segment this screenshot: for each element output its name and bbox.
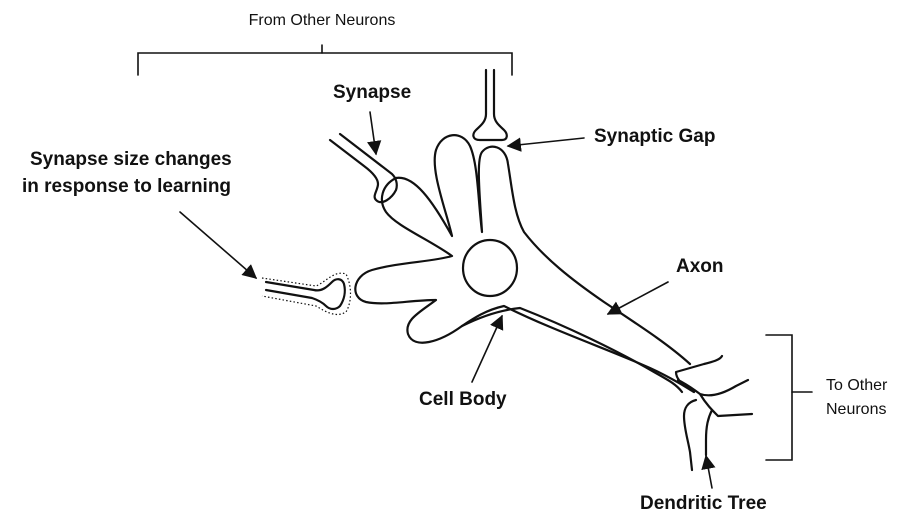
synapse-arrow <box>370 112 376 154</box>
axon-label: Axon <box>676 256 724 277</box>
to-other-neurons-label-line1: To Other <box>826 377 888 394</box>
neuron-outline <box>355 135 752 470</box>
cell-body-label: Cell Body <box>419 389 507 410</box>
synapse-left-learning <box>262 273 351 314</box>
dendritic-tree-arrow <box>706 456 712 488</box>
dendritic-tree-label: Dendritic Tree <box>640 493 767 514</box>
synaptic-gap-label: Synaptic Gap <box>594 126 715 147</box>
synapse-label: Synapse <box>333 82 411 103</box>
synapse-size-arrow <box>180 212 256 278</box>
synaptic-gap-arrow <box>508 138 584 146</box>
axon-arrow <box>608 282 668 314</box>
synapse-upper-right <box>473 70 506 140</box>
from-other-neurons-label: From Other Neurons <box>249 12 396 29</box>
cell-body-arrow <box>472 316 502 382</box>
synapse-size-label-line1: Synapse size changes <box>30 149 232 170</box>
to-other-neurons-bracket <box>766 335 812 460</box>
cell-nucleus <box>463 240 517 296</box>
to-other-neurons-label-line2: Neurons <box>826 401 886 418</box>
synapse-size-label-line2: in response to learning <box>22 176 231 197</box>
synapse-upper-left <box>330 134 397 202</box>
from-other-neurons-bracket <box>138 45 512 75</box>
